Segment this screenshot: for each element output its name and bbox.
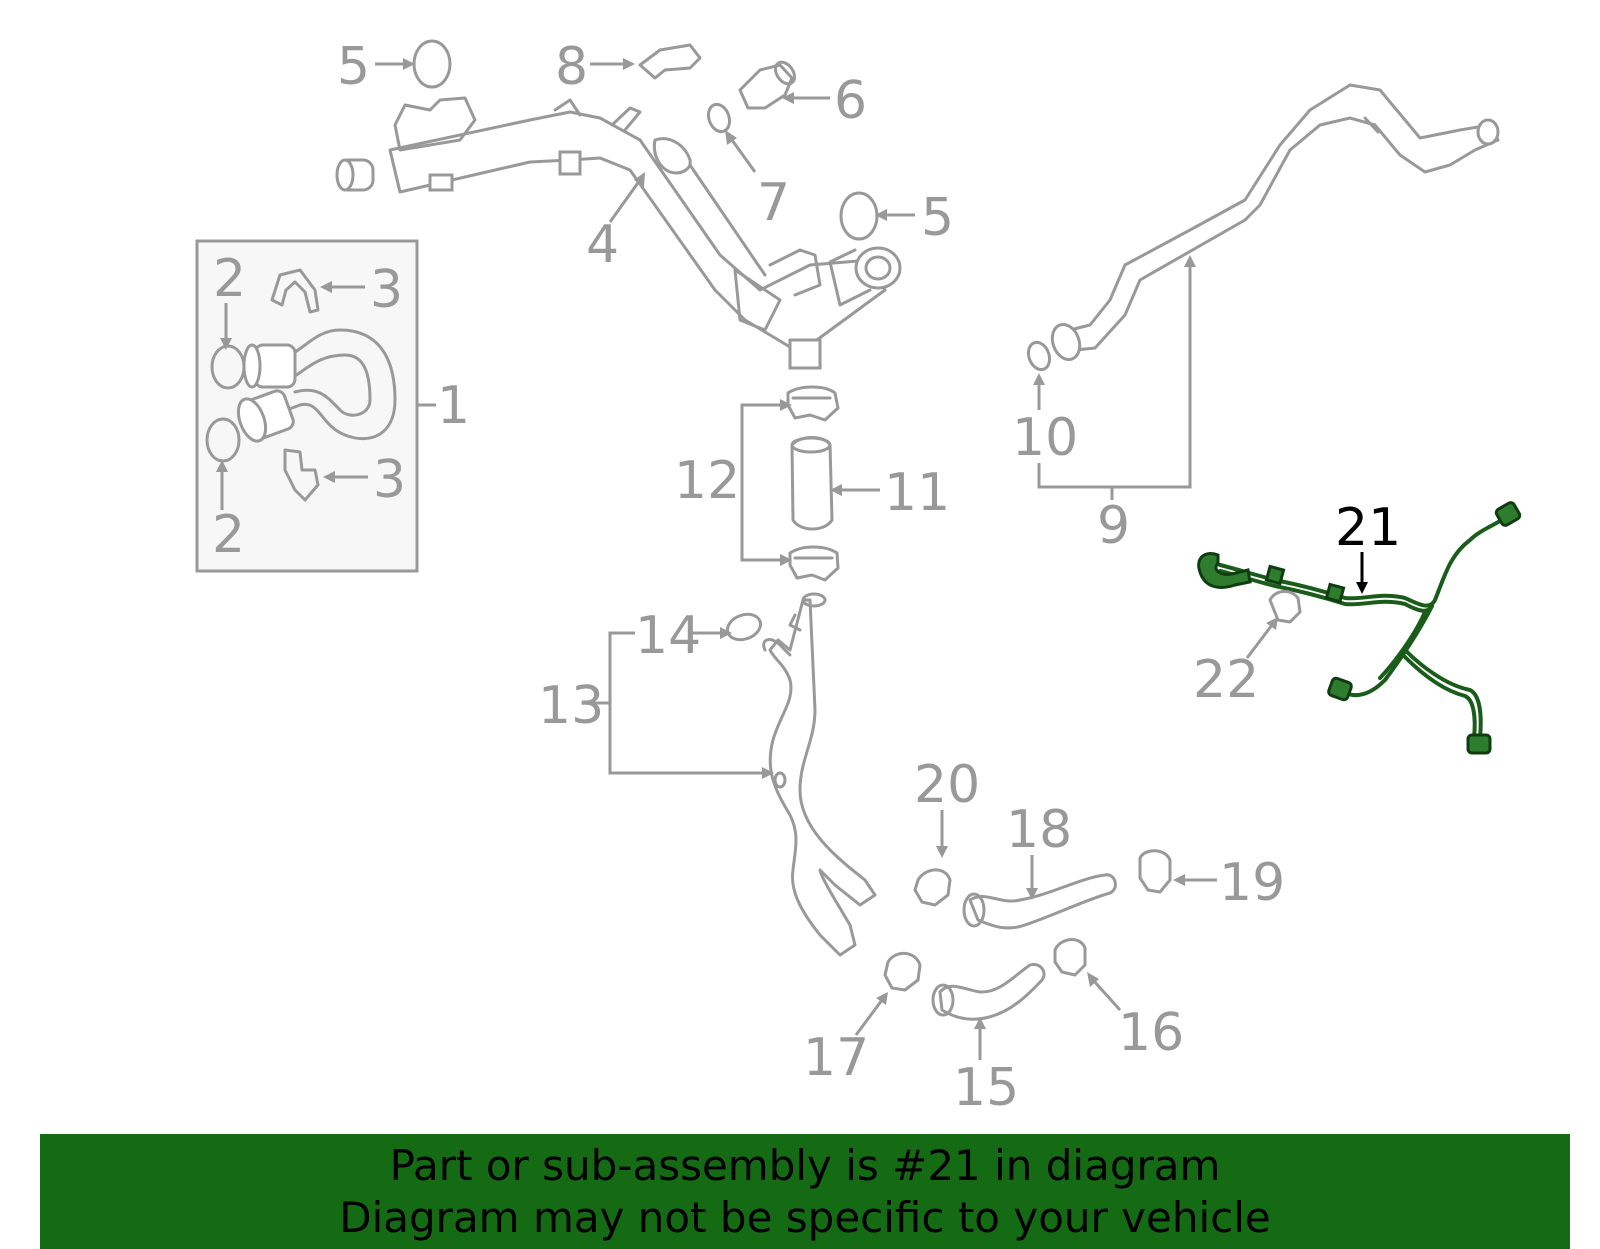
info-banner: Part or sub-assembly is #21 in diagram D… bbox=[40, 1134, 1570, 1249]
part-12-clamp-bottom bbox=[788, 545, 840, 582]
part-3-clip-bottom bbox=[283, 448, 320, 502]
label-20: 20 bbox=[914, 755, 980, 815]
label-11: 11 bbox=[884, 463, 950, 523]
part-13-pipe bbox=[768, 598, 877, 957]
part-15-hose bbox=[938, 962, 1046, 1021]
label-8: 8 bbox=[555, 37, 588, 97]
label-7: 7 bbox=[757, 173, 790, 233]
part-9-10-group: 10 9 bbox=[1012, 83, 1500, 556]
part-9-pipe bbox=[1068, 83, 1500, 352]
part-5-oring-top bbox=[412, 39, 452, 89]
label-5-top: 5 bbox=[337, 37, 370, 97]
part-13-14-group: 14 13 bbox=[538, 592, 877, 957]
label-13: 13 bbox=[538, 676, 604, 736]
label-16: 16 bbox=[1118, 1003, 1184, 1063]
part-8-clip bbox=[638, 43, 702, 80]
part-1-group: 2 2 3 3 1 bbox=[195, 239, 470, 573]
part-5-oring-right bbox=[839, 191, 879, 241]
label-10: 10 bbox=[1012, 408, 1078, 468]
label-2-bottom: 2 bbox=[212, 505, 245, 565]
part-22-clip bbox=[1268, 590, 1302, 624]
label-17: 17 bbox=[803, 1028, 869, 1088]
label-6: 6 bbox=[834, 71, 867, 131]
label-1: 1 bbox=[437, 376, 470, 436]
part-16-clamp bbox=[1053, 938, 1087, 977]
part-11-12-group: 11 12 bbox=[674, 385, 950, 582]
part-21-group: 21 bbox=[1197, 498, 1522, 755]
parts-15-20-group: 20 18 19 16 15 17 bbox=[803, 755, 1285, 1118]
label-19: 19 bbox=[1219, 853, 1285, 913]
label-22: 22 bbox=[1193, 650, 1259, 710]
part-5-top-group: 5 bbox=[337, 37, 452, 97]
part-21-connector-bottom bbox=[1466, 733, 1492, 755]
part-12-clamp-top bbox=[786, 385, 840, 422]
label-4: 4 bbox=[586, 215, 619, 275]
part-5-right-group: 5 bbox=[839, 188, 954, 248]
label-15: 15 bbox=[953, 1058, 1019, 1118]
banner-line-1: Part or sub-assembly is #21 in diagram bbox=[389, 1141, 1221, 1190]
part-4-group: 4 bbox=[335, 96, 902, 370]
label-12: 12 bbox=[674, 451, 740, 511]
part-8-group: 8 bbox=[555, 37, 702, 97]
part-18-hose bbox=[968, 873, 1117, 930]
part-17-clamp bbox=[883, 951, 922, 992]
part-4-pipe bbox=[388, 110, 887, 352]
part-20-clamp bbox=[913, 868, 952, 907]
part-14-oring bbox=[726, 612, 762, 642]
part-6-fitting bbox=[738, 63, 794, 110]
banner-line-2: Diagram may not be specific to your vehi… bbox=[339, 1193, 1271, 1242]
label-3-bottom: 3 bbox=[373, 450, 406, 510]
label-21: 21 bbox=[1335, 498, 1401, 558]
part-21-connector-mid bbox=[1327, 676, 1353, 702]
part-22-group: 22 bbox=[1193, 590, 1302, 710]
part-2-oring-bottom bbox=[205, 417, 241, 463]
part-21-connector-left bbox=[1197, 552, 1252, 589]
part-3-clip-top bbox=[270, 268, 320, 314]
part-6-7-group: 6 7 bbox=[706, 60, 867, 233]
label-2-top: 2 bbox=[213, 249, 246, 309]
label-18: 18 bbox=[1006, 800, 1072, 860]
label-14: 14 bbox=[635, 606, 701, 666]
label-3-top: 3 bbox=[370, 260, 403, 320]
label-9: 9 bbox=[1097, 496, 1130, 556]
part-21-connector-top bbox=[1494, 501, 1522, 527]
part-19-clamp bbox=[1138, 849, 1172, 894]
part-1-hose bbox=[258, 328, 397, 441]
part-7-oring bbox=[706, 102, 732, 134]
label-5-right: 5 bbox=[921, 188, 954, 248]
part-10-oring bbox=[1026, 340, 1052, 372]
